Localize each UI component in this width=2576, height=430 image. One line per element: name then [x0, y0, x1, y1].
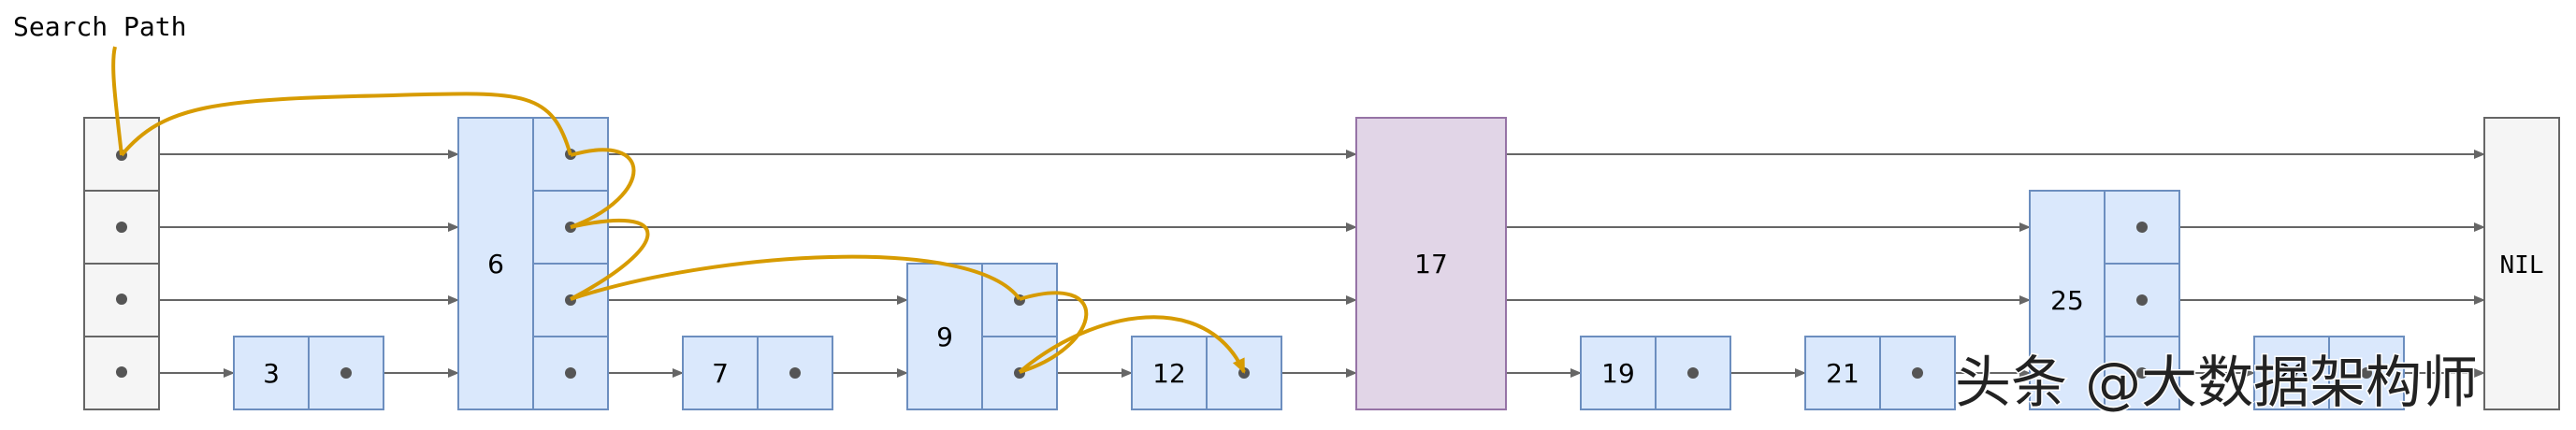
nil-node: NIL	[2483, 117, 2560, 410]
node-7: 7	[682, 336, 833, 410]
pointer-dot	[1687, 367, 1699, 379]
key-cell	[1804, 336, 1881, 410]
watermark-text: 头条 @大数据架构师	[1955, 351, 2478, 416]
node-key: 21	[1826, 358, 1860, 389]
search-path-segment	[1018, 315, 1246, 374]
pointer-dot	[2136, 367, 2148, 379]
node-6: 6	[457, 117, 609, 410]
pointer-dot	[789, 367, 801, 379]
pointer-dot	[116, 366, 127, 378]
nodes-layer: 3 6 7 9 12 17 19 21 25 26	[83, 117, 2405, 410]
pointer-dot	[565, 367, 576, 379]
node-key: 9	[936, 322, 953, 352]
search-path-layer	[111, 46, 1246, 374]
pointer-dot	[340, 367, 352, 379]
key-cell	[2029, 190, 2106, 410]
node-key: 12	[1152, 358, 1186, 389]
search-path-segment	[120, 92, 572, 157]
search-path-segment	[570, 218, 650, 301]
key-cell	[1131, 336, 1208, 410]
node-key: 3	[263, 358, 280, 389]
search-path-segment	[570, 148, 636, 229]
pointer-dot	[2136, 294, 2148, 306]
head-node	[83, 117, 160, 410]
node-26: 26	[2253, 336, 2405, 410]
highlight-box	[1355, 117, 1507, 410]
search-path-segment	[111, 46, 123, 156]
node-key: 25	[2050, 285, 2084, 316]
key-cell	[233, 336, 310, 410]
key-cell	[1580, 336, 1657, 410]
pointer-dot	[2136, 222, 2148, 233]
node-3: 3	[233, 336, 384, 410]
pointer-dot	[2361, 367, 2372, 379]
node-key: 26	[2275, 358, 2308, 389]
node-17: 17	[1355, 117, 1507, 410]
search-path-segment	[1019, 291, 1089, 374]
node-19: 19	[1580, 336, 1731, 410]
search-path-segment	[570, 254, 1021, 301]
key-cell	[906, 263, 983, 410]
node-9: 9	[906, 263, 1058, 410]
node-key: 6	[487, 249, 504, 280]
node-12: 12	[1131, 336, 1282, 410]
key-cell	[457, 117, 534, 410]
node-25: 25	[2029, 190, 2180, 410]
node-21: 21	[1804, 336, 1956, 410]
node-key: 19	[1601, 358, 1635, 389]
search-path-label: Search Path	[13, 11, 186, 42]
node-key: 17	[1414, 249, 1448, 280]
pointer-dot	[116, 222, 127, 233]
pointer-dot	[116, 294, 127, 305]
nil-label: NIL	[2500, 251, 2544, 280]
nil-box	[2483, 117, 2560, 410]
pointer-dot	[1912, 367, 1923, 379]
node-key: 7	[712, 358, 729, 389]
